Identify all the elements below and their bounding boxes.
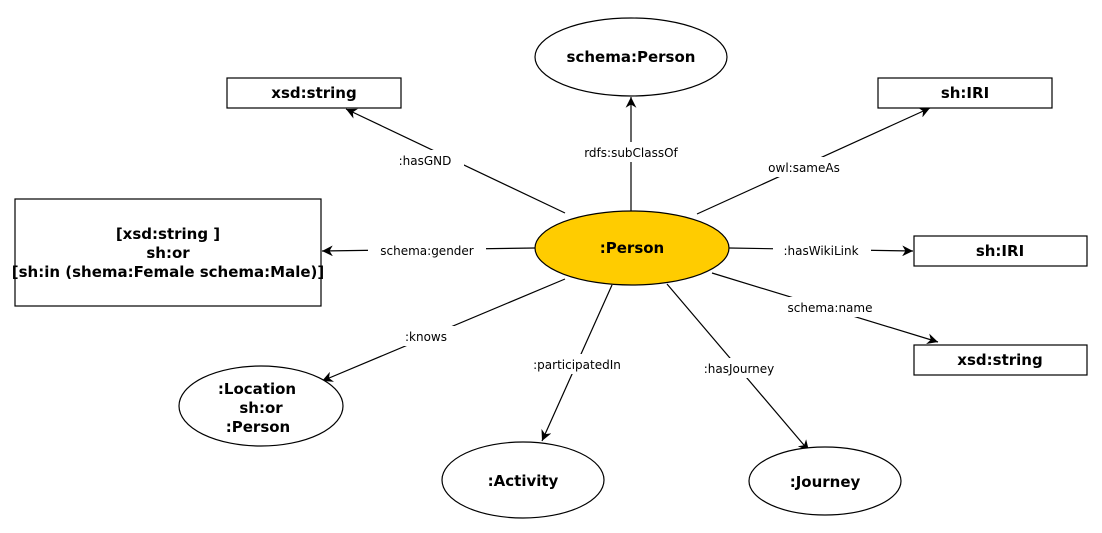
node-person-center: :Person [534,210,730,286]
edge-name: schema:name [711,272,939,345]
node-knows-range: :Location sh:or :Person [178,365,344,447]
edge-knows: :knows [321,278,566,382]
node-label-schema-person: schema:Person [567,48,696,66]
node-schema-person: schema:Person [534,17,728,97]
node-label-person-center: :Person [600,239,664,257]
edge-same-as: owl:sameAs [696,107,931,215]
node-label-activity: :Activity [488,472,559,490]
edge-label-participated-in: :participatedIn [533,358,621,372]
node-activity: :Activity [441,441,605,519]
edge-label-subclass-of: rdfs:subClassOf [584,146,678,160]
edge-label-has-journey: :hasJourney [704,362,775,376]
node-xsd-string-right: xsd:string [913,344,1088,376]
edge-label-name: schema:name [788,301,873,315]
edge-participated-in: :participatedIn [518,284,636,442]
edge-gender: schema:gender [321,240,536,260]
node-gender-range: [xsd:string ] sh:or [sh:in (shema:Female… [12,198,325,307]
edge-has-journey: :hasJourney [666,283,810,452]
node-label-gender-range-3: [sh:in (shema:Female schema:Male)] [12,263,325,281]
edge-label-has-wiki-link: :hasWikiLink [783,244,858,258]
edge-subclass-of: rdfs:subClassOf [560,97,702,214]
node-label-sh-iri-right: sh:IRI [976,242,1024,260]
edge-has-wiki-link: :hasWikiLink [728,240,914,260]
node-label-gender-range-2: sh:or [146,244,190,262]
node-label-gender-range-1: [xsd:string ] [116,225,220,243]
edge-label-same-as: owl:sameAs [768,161,840,175]
edge-label-gender: schema:gender [380,244,474,258]
node-label-knows-range-2: sh:or [239,399,283,417]
edge-has-gnd: :hasGND [345,108,566,214]
node-sh-iri-top: sh:IRI [877,77,1053,109]
node-label-sh-iri-top: sh:IRI [941,84,989,102]
edge-label-has-gnd: :hasGND [399,154,452,168]
node-sh-iri-right: sh:IRI [913,235,1088,267]
node-journey: :Journey [748,446,902,516]
node-label-xsd-string-top: xsd:string [271,84,356,102]
edge-label-knows: :knows [405,330,447,344]
node-label-journey: :Journey [790,473,861,491]
node-label-knows-range-3: :Person [226,418,290,436]
node-label-xsd-string-right: xsd:string [957,351,1042,369]
node-label-knows-range-1: :Location [218,380,296,398]
node-xsd-string-top: xsd:string [226,77,402,109]
